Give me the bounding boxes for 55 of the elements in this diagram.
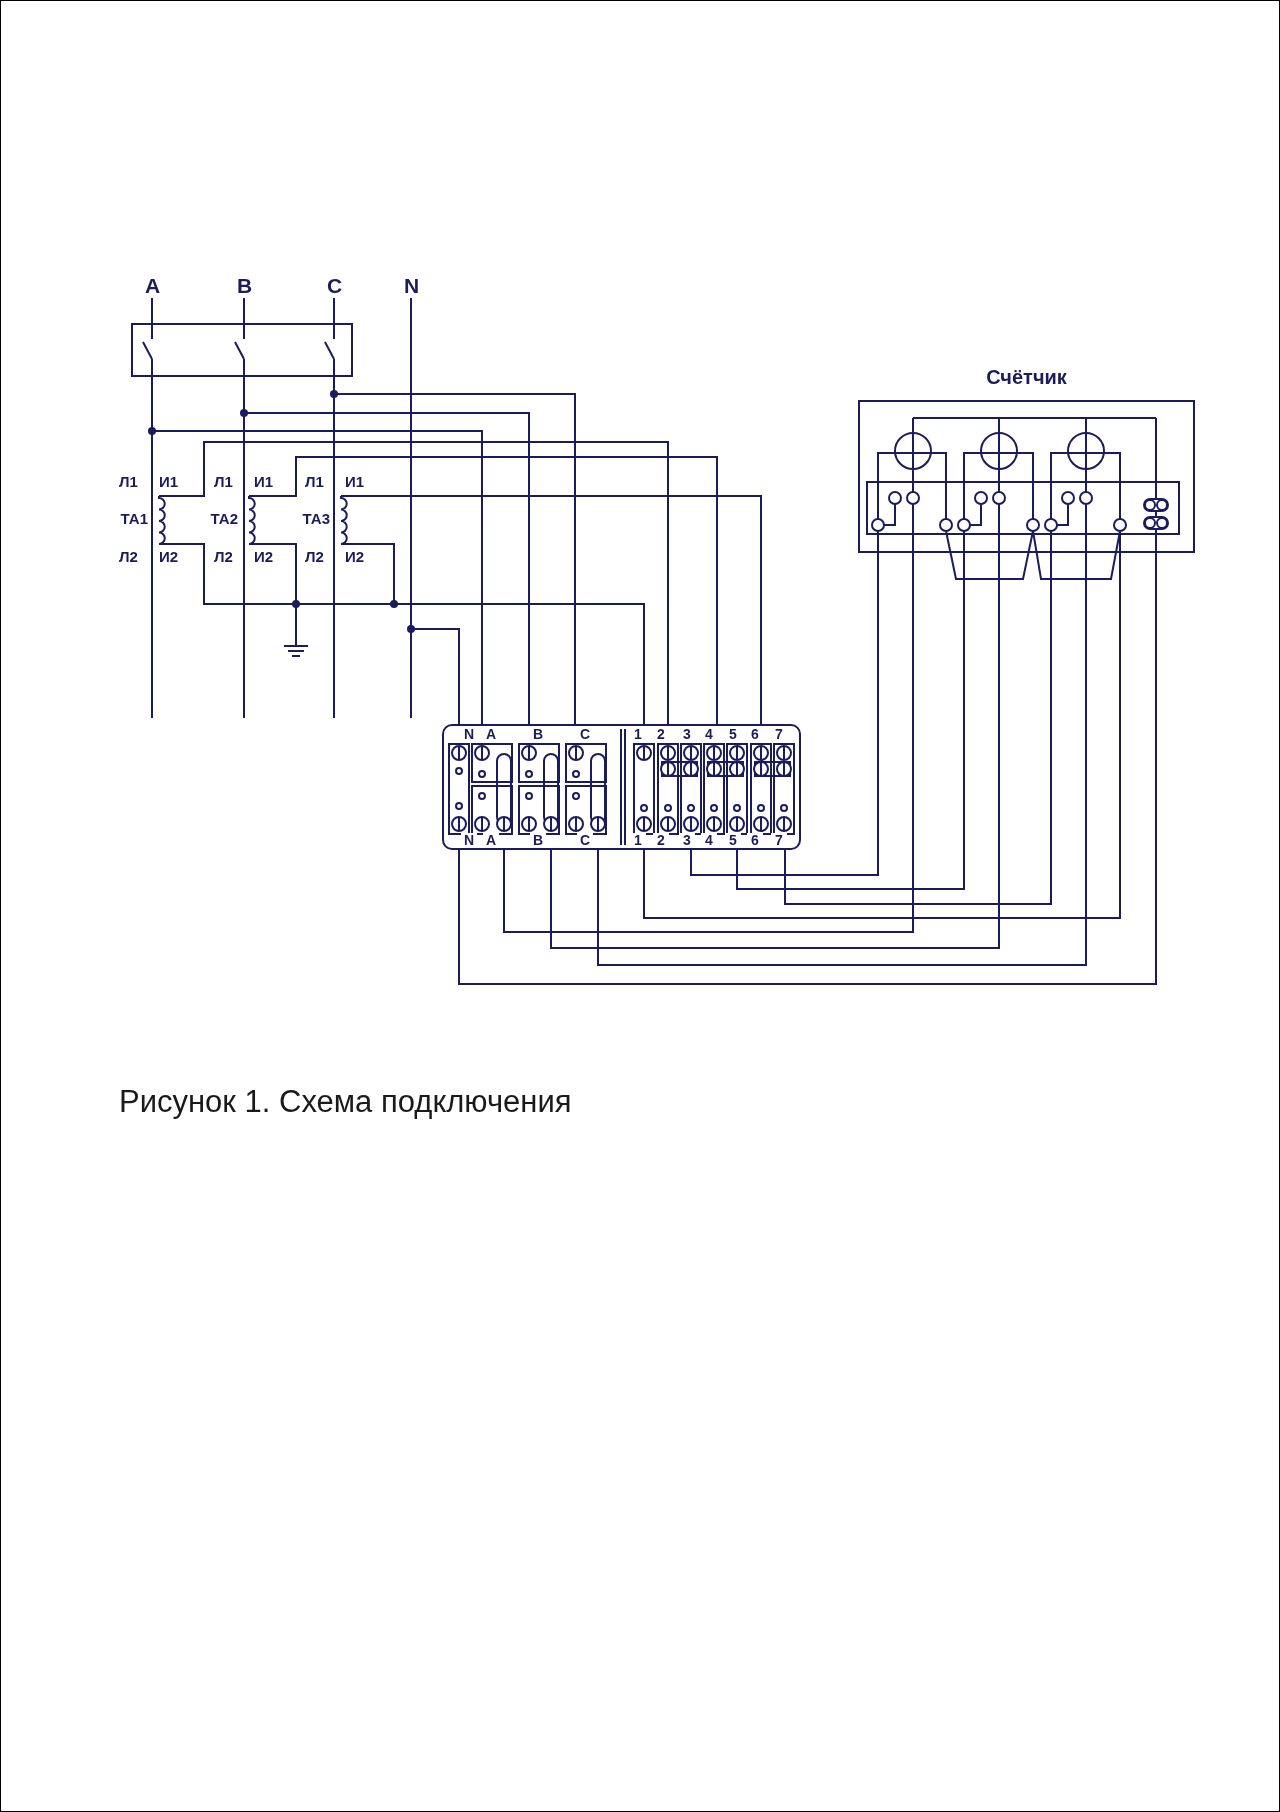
phase-label: C [325,273,344,298]
terminal-label: A [483,833,499,847]
terminal-label: 4 [701,833,717,847]
phase-label: B [235,273,254,298]
terminal-label: A [483,727,499,741]
figure-caption: Рисунок 1. Схема подключения [119,1083,572,1121]
wire [643,552,1121,919]
winding-terminal-label: Л1 [119,473,138,491]
transformer-label: ТА1 [119,510,148,528]
meter-title: Счётчик [985,365,1068,390]
terminal-label: B [530,727,546,741]
wire [163,441,669,727]
winding-terminal-label: И2 [159,548,179,566]
terminal-label: N [461,833,477,847]
wire [736,552,965,890]
winding-terminal-label: Л1 [214,473,233,491]
winding-terminal-label: И1 [254,473,274,491]
terminal-label: 7 [771,833,787,847]
wire [243,376,530,727]
winding-terminal-label: И1 [159,473,179,491]
wire [243,297,245,324]
winding-terminal-label: И2 [254,548,274,566]
wire [784,552,1052,905]
wire [503,552,914,933]
wire [690,552,879,876]
winding-terminal-label: И1 [345,473,365,491]
terminal-label: C [577,833,593,847]
winding-terminal-label: Л2 [119,548,138,566]
winding-terminal-label: Л1 [305,473,324,491]
terminal-label: C [577,727,593,741]
winding-terminal-label: Л2 [305,548,324,566]
wire [253,456,718,727]
wire [345,495,762,727]
phase-label: A [143,273,162,298]
wire [151,297,153,324]
terminal-label: 6 [747,833,763,847]
terminal-label: 5 [725,833,741,847]
winding-terminal-label: И2 [345,548,365,566]
breaker-box [131,323,353,377]
transformer-label: ТА3 [301,510,330,528]
terminal-label: B [530,833,546,847]
terminal-label: 2 [653,833,669,847]
wire [458,552,1157,985]
wire [151,376,483,727]
terminal-label: 1 [630,833,646,847]
transformer-label: ТА2 [209,510,238,528]
phase-label: N [401,273,422,298]
wire [550,552,1000,949]
wire [333,376,576,727]
wire [597,552,1087,966]
winding-terminal-label: Л2 [214,548,233,566]
terminal-label: 3 [679,833,695,847]
wire [333,297,335,324]
wire [410,297,460,727]
terminal-label: N [461,727,477,741]
